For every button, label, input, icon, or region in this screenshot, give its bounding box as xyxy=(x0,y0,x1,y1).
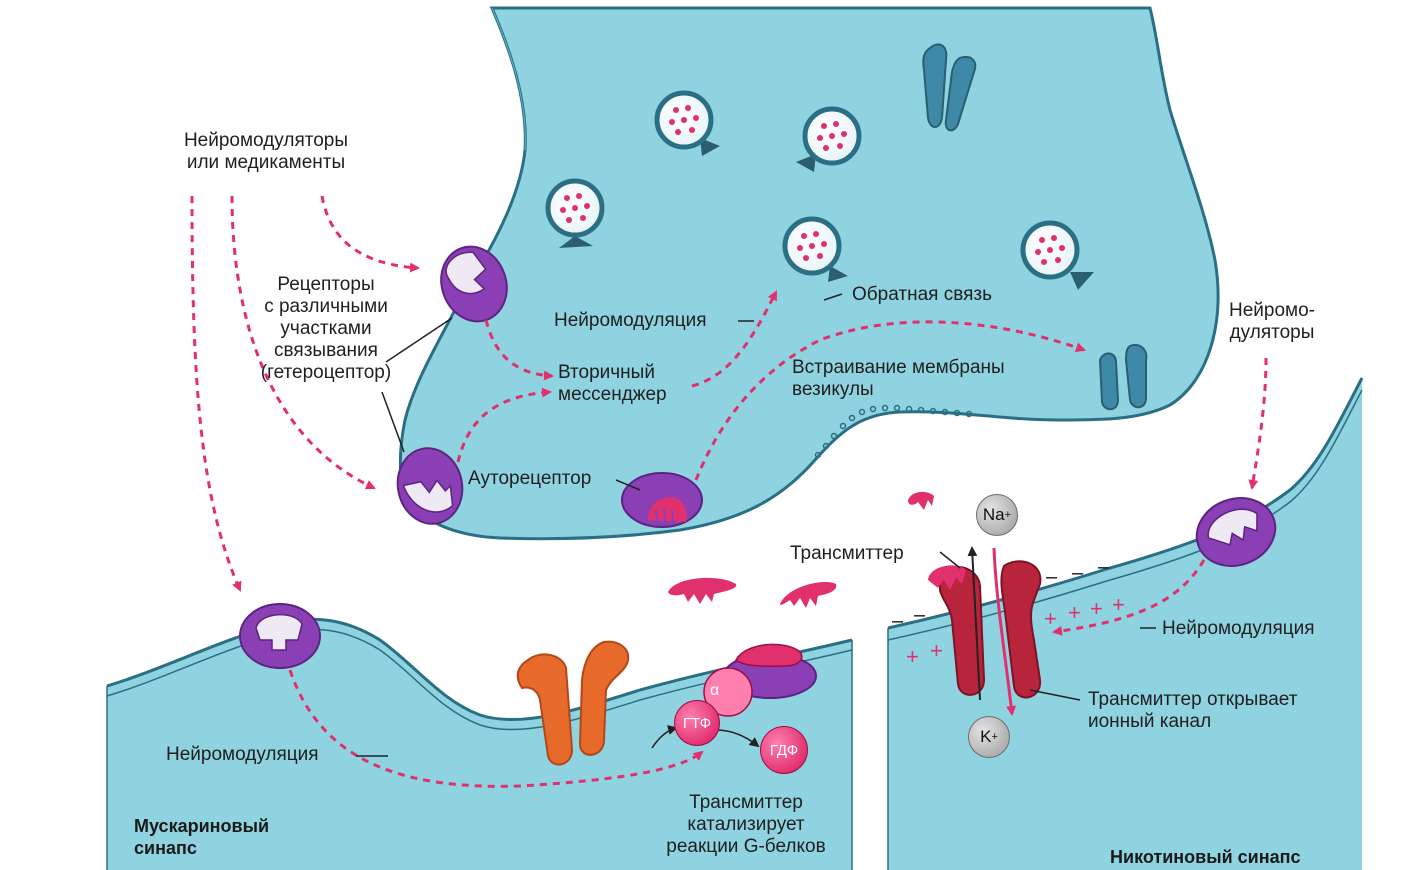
muscarinic-postsynaptic-cell xyxy=(107,619,852,870)
second-messenger-line-1: Вторичный xyxy=(558,362,655,383)
heteroceptor-receptor xyxy=(440,245,508,323)
receptors-line-3: участками xyxy=(280,318,372,339)
transmitter-catalyzes-label: Трансмиттер катализирует реакции G-белко… xyxy=(642,792,850,858)
transmitter-catalyzes-line-2: катализирует xyxy=(687,814,805,835)
charge-plus-1: + xyxy=(1044,606,1057,631)
arrow-nicotinic-neuromodulation-out xyxy=(1052,559,1206,636)
neuromodulators-or-drugs-line-2: или медикаменты xyxy=(186,152,346,173)
arrow-feedback xyxy=(694,320,1086,481)
presynaptic-top-edge xyxy=(491,7,526,151)
neuromodulation-right-label: Нейромодуляция xyxy=(1162,618,1315,639)
charge-minus-4: – xyxy=(892,610,904,632)
neuromodulation-left-label: Нейромодуляция xyxy=(166,744,319,765)
sodium-ion: Na+ xyxy=(976,494,1018,536)
second-messenger-line-2: мессенджер xyxy=(558,384,667,405)
potassium-charge: + xyxy=(991,731,998,743)
charge-minus-1: – xyxy=(1046,566,1058,588)
transmitter-catalyzes-line-1: Трансмиттер xyxy=(689,792,803,813)
neuromodulators-right-label: Нейромо- дуляторы xyxy=(1212,300,1332,344)
transmitter-molecule xyxy=(908,491,934,510)
arrow-to-muscarinic-receptor xyxy=(190,195,242,592)
k-efflux-arrow xyxy=(992,547,1017,716)
sodium-symbol: Na xyxy=(982,505,1005,524)
muscarinic-modulator-receptor xyxy=(239,603,321,669)
synaptic-vesicle xyxy=(796,106,862,172)
synaptic-vesicle xyxy=(654,90,720,156)
gdp-molecule: ГДФ xyxy=(760,726,808,774)
potassium-symbol: K xyxy=(980,727,992,746)
receptors-heteroceptor-label: Рецепторы с различными участками связыва… xyxy=(240,274,412,384)
presynaptic-ion-channel-top xyxy=(922,43,977,132)
vesicle-insertion-line-1: Встраивание мембраны xyxy=(792,357,1005,378)
nicotinic-ion-channel xyxy=(939,560,1042,699)
leader-lines xyxy=(356,293,1156,757)
nicotinic-inner-membrane xyxy=(887,389,1363,641)
muscarinic-title-line-2: синапс xyxy=(134,838,197,858)
na-influx-arrow xyxy=(967,546,981,701)
muscarinic-synapse-title: Мускариновый синапс xyxy=(134,815,269,859)
arrow-to-heteroceptor xyxy=(320,195,420,273)
neuromodulators-right-line-2: дуляторы xyxy=(1229,322,1315,343)
charge-minus-5: – xyxy=(914,604,926,626)
transmitter-opens-channel-label: Трансмиттер открывает ионный канал xyxy=(1088,689,1297,733)
charge-minus-2: – xyxy=(1072,562,1084,584)
transmitter-opens-line-1: Трансмиттер открывает xyxy=(1088,689,1298,710)
charge-minus-3: – xyxy=(1098,556,1110,578)
synaptic-vesicle xyxy=(1020,220,1094,290)
autoreceptor xyxy=(621,472,703,528)
presynaptic-ion-channel-right xyxy=(1098,344,1148,411)
sodium-charge: + xyxy=(1004,509,1012,521)
vesicle-insertion-line-2: везикулы xyxy=(792,379,874,400)
neuromodulation-top-label: Нейромодуляция xyxy=(554,310,707,331)
charge-plus-4: + xyxy=(1112,592,1125,617)
charge-plus-6: + xyxy=(930,638,943,663)
autoreceptor-receptor-upper xyxy=(396,447,464,525)
muscarinic-title-line-1: Мускариновый xyxy=(134,816,270,836)
transmitter-molecule xyxy=(668,577,737,604)
transmitter-bound-to-channel xyxy=(928,565,966,590)
vesicle-membrane-insertion-label: Встраивание мембраны везикулы xyxy=(792,357,1005,401)
nicotinic-synapse-title: Никотиновый синапс xyxy=(1110,847,1301,867)
neuromodulators-or-drugs-line-1: Нейромодуляторы xyxy=(183,130,349,151)
charge-plus-3: + xyxy=(1090,596,1103,621)
gdp-label: ГДФ xyxy=(769,741,799,759)
arrow-messenger-to-vesicle xyxy=(691,290,778,388)
receptors-line-4: связывания xyxy=(274,340,378,361)
transmitter-opens-line-2: ионный канал xyxy=(1088,711,1212,732)
charge-plus-5: + xyxy=(906,644,919,669)
g-protein-complex xyxy=(703,643,817,717)
arrow-heteroceptor-to-messenger xyxy=(484,319,554,381)
dashed-arrows xyxy=(190,195,1268,788)
receptors-line-1: Рецепторы xyxy=(277,274,375,295)
potassium-ion: K+ xyxy=(968,716,1010,758)
transmitter-catalyzes-line-3: реакции G-белков xyxy=(666,836,826,857)
synaptic-vesicle xyxy=(545,178,605,248)
alpha-subunit-label: α xyxy=(710,682,720,699)
feedback-label: Обратная связь xyxy=(852,284,992,305)
gtp-to-gdp-arrow xyxy=(715,729,760,748)
second-messenger-label: Вторичный мессенджер xyxy=(558,362,667,406)
neuromodulators-right-line-1: Нейромо- xyxy=(1229,300,1315,321)
muscarinic-receptor xyxy=(516,640,630,766)
charge-plus-2: + xyxy=(1068,600,1081,625)
synaptic-vesicle xyxy=(782,216,848,282)
arrow-autoreceptor-to-messenger xyxy=(456,387,552,463)
autoreceptor-label: Ауторецептор xyxy=(468,468,592,489)
arrow-nicotinic-neuromodulation-in xyxy=(1248,357,1268,490)
gtp-label: ГТФ xyxy=(682,714,712,732)
neuromodulators-or-drugs-label: Нейромодуляторы или медикаменты xyxy=(166,130,366,174)
receptors-line-2: с различными xyxy=(264,296,388,317)
gtp-in-arrow xyxy=(651,725,678,749)
nicotinic-modulator-receptor xyxy=(1195,497,1277,567)
nicotinic-membrane xyxy=(887,377,1364,630)
receptors-line-5: (гетероцептор) xyxy=(260,362,392,383)
transmitter-molecule xyxy=(780,582,837,608)
transmitter-top-label: Трансмиттер xyxy=(790,543,904,564)
vesicle-insertion-dots xyxy=(814,404,973,459)
gtp-molecule: ГТФ xyxy=(674,700,720,746)
